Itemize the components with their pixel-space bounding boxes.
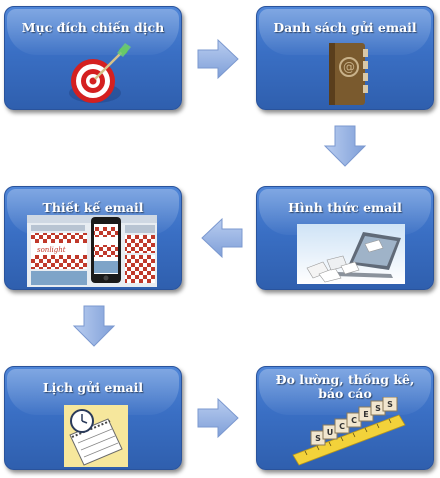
step-title: Lịch gửi email [42,380,144,395]
step-box-campaign-goal: Mục đích chiến dịch [4,6,182,110]
svg-text:@: @ [343,60,355,74]
step-title: Đo lường, thống kê, báo cáo [275,372,415,401]
target-dart-icon [69,43,131,103]
step-box-send-schedule: Lịch gửi email [4,366,182,470]
address-book-icon: @ [329,43,368,105]
svg-text:sonlight: sonlight [37,246,66,254]
svg-text:S: S [387,400,393,409]
calendar-clock-icon [64,405,128,467]
arrow-right-2 [197,397,239,439]
step-title: Thiết kế email [42,200,144,215]
step-title: Danh sách gửi email [273,20,417,35]
laptop-envelopes-icon [297,224,405,284]
success-dice-ruler-icon: S U C C E S S [292,397,406,466]
step-box-mailing-list: Danh sách gửi email @ [256,6,434,110]
arrow-left-1 [201,217,243,259]
step-box-measurement-report: Đo lường, thống kê, báo cáo S U C C E S … [256,366,434,470]
step-title: Hình thức email [288,200,402,215]
step-box-email-design: Thiết kế email sonlight [4,186,182,290]
email-design-screenshot: sonlight [27,215,157,287]
svg-text:C: C [339,422,345,431]
svg-text:E: E [363,410,368,419]
svg-text:S: S [375,404,381,413]
arrow-down-2 [72,305,116,347]
svg-text:S: S [315,434,321,443]
svg-text:C: C [351,416,357,425]
step-box-email-format: Hình thức email [256,186,434,290]
arrow-down-1 [323,125,367,167]
arrow-right-1 [197,38,239,80]
step-title: Mục đích chiến dịch [21,20,165,35]
svg-text:U: U [327,428,334,437]
